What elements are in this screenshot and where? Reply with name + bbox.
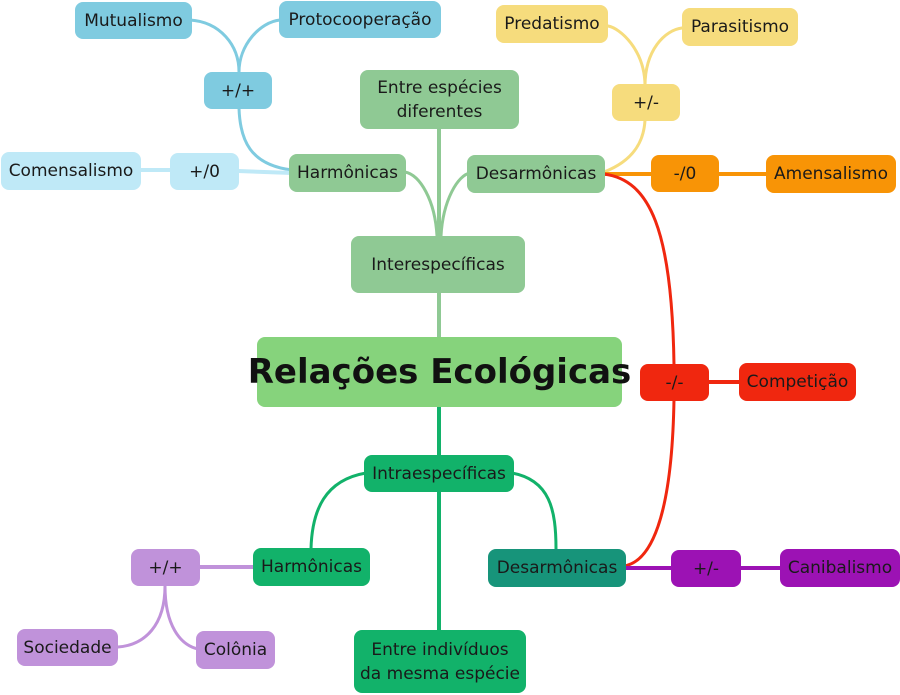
intraespecificas-label: Intraespecíficas — [372, 463, 506, 484]
harmonicas-intra-label: Harmônicas — [261, 557, 362, 577]
desarmonicas-inter-label: Desarmônicas — [475, 164, 597, 184]
root-label: Relações Ecológicas — [247, 352, 632, 392]
edge-inter-desarm — [439, 171, 472, 238]
protocooperacao-label: Protocooperação — [288, 9, 432, 30]
interespecificas-label: Interespecíficas — [371, 254, 505, 275]
amensal-sign-label: -/0 — [673, 163, 697, 184]
sociedade-node[interactable]: Sociedade — [17, 629, 118, 666]
entre-especies-node[interactable]: Entre espécies diferentes — [360, 70, 519, 129]
parasitismo-node[interactable]: Parasitismo — [682, 8, 798, 46]
comp-sign-label: -/- — [665, 372, 684, 393]
sociedade-label: Sociedade — [23, 637, 112, 658]
intra-harm-sign-label: +/+ — [148, 557, 183, 578]
amensalismo-label: Amensalismo — [774, 164, 888, 184]
root-node[interactable]: Relações Ecológicas — [248, 337, 631, 407]
predatismo-label: Predatismo — [504, 14, 600, 34]
mutual-sign-label: +/+ — [220, 80, 256, 101]
comensalismo-label: Comensalismo — [8, 161, 134, 181]
comensal-sign-label: +/0 — [189, 161, 220, 182]
harmonicas-intra-node[interactable]: Harmônicas — [253, 548, 370, 586]
harmonicas-inter-node[interactable]: Harmônicas — [289, 154, 406, 192]
colonia-node[interactable]: Colônia — [196, 631, 275, 669]
edge-desarm-comp — [602, 172, 676, 367]
edge-pred-parasitismo — [643, 26, 684, 88]
edge-pred-predatismo — [606, 24, 647, 88]
entre-especies-label: Entre espécies diferentes — [377, 77, 502, 122]
canibalismo-node[interactable]: Canibalismo — [780, 549, 900, 587]
harmonicas-inter-label: Harmônicas — [297, 163, 398, 183]
mutual-sign-node[interactable]: +/+ — [204, 72, 272, 109]
canib-sign-label: +/- — [692, 558, 720, 579]
pred-sign-node[interactable]: +/- — [612, 84, 680, 121]
comensal-sign-node[interactable]: +/0 — [170, 153, 239, 190]
canibalismo-label: Canibalismo — [787, 558, 893, 578]
edge-harm-comensal — [236, 169, 294, 175]
edge-inter-harm — [403, 170, 439, 238]
edge-intra-harm — [309, 471, 368, 551]
predatismo-node[interactable]: Predatismo — [496, 5, 608, 43]
desarmonicas-intra-label: Desarmônicas — [496, 558, 618, 578]
colonia-label: Colônia — [203, 640, 268, 660]
comp-sign-node[interactable]: -/- — [640, 364, 709, 401]
amensal-sign-node[interactable]: -/0 — [651, 155, 719, 192]
competicao-label: Competição — [746, 372, 849, 392]
edge-mutual-mutualismo — [188, 18, 241, 74]
mutualismo-label: Mutualismo — [84, 10, 183, 31]
intraespecificas-node[interactable]: Intraespecíficas — [364, 455, 514, 492]
entre-individuos-label: Entre indivíduos da mesma espécie — [360, 639, 520, 684]
edge-comp-desarm-intra — [622, 397, 676, 568]
edge-desarm-pred — [602, 118, 647, 174]
competicao-node[interactable]: Competição — [739, 363, 856, 401]
comensalismo-node[interactable]: Comensalismo — [1, 152, 141, 190]
amensalismo-node[interactable]: Amensalismo — [766, 155, 896, 193]
interespecificas-node[interactable]: Interespecíficas — [351, 236, 525, 293]
edge-harm-mutual — [237, 106, 294, 172]
edge-sign-colonia — [163, 584, 200, 651]
edge-sign-sociedade — [116, 584, 167, 649]
pred-sign-label: +/- — [632, 92, 660, 113]
intra-harm-sign-node[interactable]: +/+ — [131, 549, 200, 586]
canib-sign-node[interactable]: +/- — [671, 550, 741, 587]
entre-individuos-node[interactable]: Entre indivíduos da mesma espécie — [354, 630, 526, 693]
protocooperacao-node[interactable]: Protocooperação — [279, 1, 441, 38]
desarmonicas-intra-node[interactable]: Desarmônicas — [488, 549, 626, 587]
edge-mutual-proto — [237, 18, 282, 74]
mutualismo-node[interactable]: Mutualismo — [75, 2, 192, 39]
edge-intra-desarm — [510, 471, 558, 551]
parasitismo-label: Parasitismo — [690, 17, 790, 37]
desarmonicas-inter-node[interactable]: Desarmônicas — [467, 155, 605, 193]
